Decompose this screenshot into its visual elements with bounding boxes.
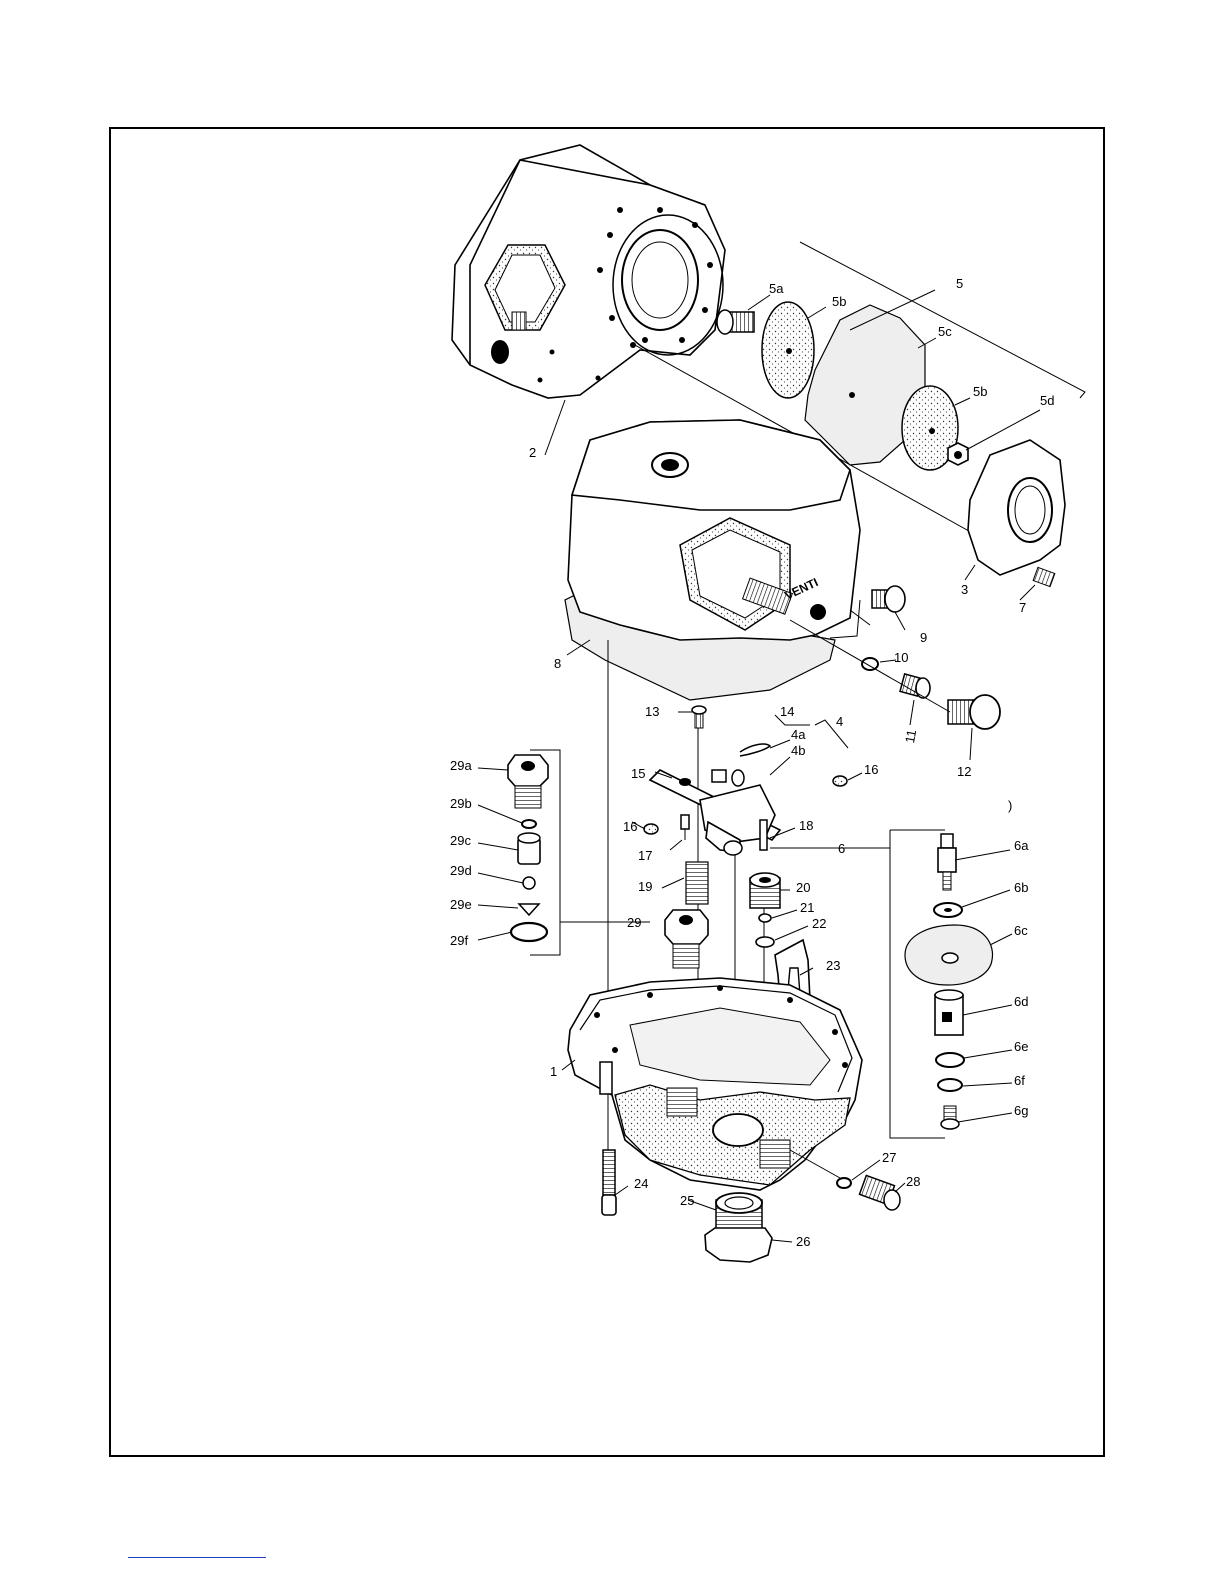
label-29b: 29b [450, 796, 472, 811]
label-10: 10 [894, 650, 908, 665]
label-4a: 4a [791, 727, 806, 742]
label-29: 29 [627, 915, 641, 930]
label-5a: 5a [769, 281, 784, 296]
label-5c: 5c [938, 324, 952, 339]
middle-housing-illustration: VENTI [565, 420, 870, 700]
label-13: 13 [645, 704, 659, 719]
label-8: 8 [554, 656, 561, 671]
label-6: 6 [838, 841, 845, 856]
label-12: 12 [957, 764, 971, 779]
label-4: 4 [836, 714, 843, 729]
label-5b-bottom: 5b [973, 384, 987, 399]
label-2: 2 [529, 445, 536, 460]
label-9: 9 [920, 630, 927, 645]
label-6g: 6g [1014, 1103, 1028, 1118]
label-6c: 6c [1014, 923, 1028, 938]
part6-stack-illustration [890, 830, 993, 1138]
label-18: 18 [799, 818, 813, 833]
label-29d: 29d [450, 863, 472, 878]
label-23: 23 [826, 958, 840, 973]
label-6a: 6a [1014, 838, 1029, 853]
label-1: 1 [550, 1064, 557, 1079]
label-19: 19 [638, 879, 652, 894]
label-27: 27 [882, 1150, 896, 1165]
top-housing-illustration [452, 145, 725, 398]
label-5d: 5d [1040, 393, 1054, 408]
footer-rule [128, 1557, 266, 1558]
stray-mark: ) [1008, 798, 1012, 813]
label-25: 25 [680, 1193, 694, 1208]
label-16-left: 16 [623, 819, 637, 834]
label-21: 21 [800, 900, 814, 915]
label-16-right: 16 [864, 762, 878, 777]
label-22: 22 [812, 916, 826, 931]
label-24: 24 [634, 1176, 648, 1191]
label-3: 3 [961, 582, 968, 597]
label-11: 11 [902, 728, 919, 744]
label-6f: 6f [1014, 1073, 1025, 1088]
label-20: 20 [796, 880, 810, 895]
label-28: 28 [906, 1174, 920, 1189]
label-29f: 29f [450, 933, 468, 948]
label-6e: 6e [1014, 1039, 1028, 1054]
label-15: 15 [631, 766, 645, 781]
label-6d: 6d [1014, 994, 1028, 1009]
label-6b: 6b [1014, 880, 1028, 895]
label-5: 5 [956, 276, 963, 291]
label-5b-top: 5b [832, 294, 846, 309]
label-29a: 29a [450, 758, 472, 773]
label-26: 26 [796, 1234, 810, 1249]
label-29e: 29e [450, 897, 472, 912]
label-17: 17 [638, 848, 652, 863]
label-14: 14 [780, 704, 794, 719]
label-7: 7 [1019, 600, 1026, 615]
label-29c: 29c [450, 833, 471, 848]
label-4b: 4b [791, 743, 805, 758]
